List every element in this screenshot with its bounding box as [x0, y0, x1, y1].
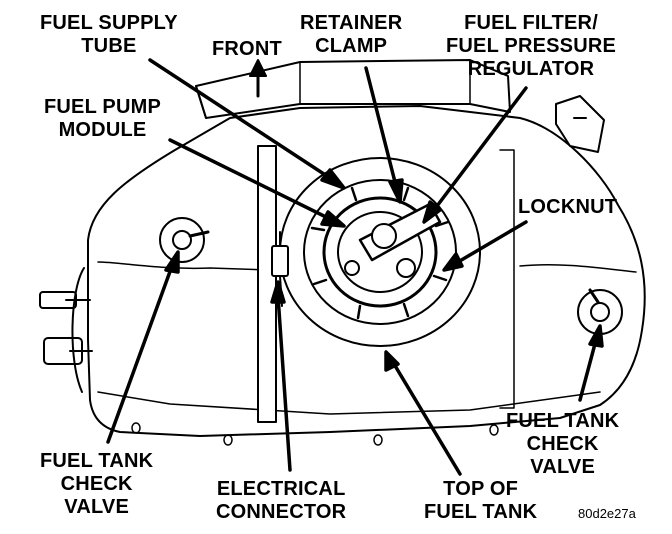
- label-line: VALVE: [530, 456, 595, 478]
- label-line: CHECK: [526, 433, 599, 455]
- leader-lines: [106, 58, 604, 476]
- pump-port: [396, 258, 416, 278]
- label-line: FRONT: [212, 38, 282, 60]
- label-front: FRONT: [212, 38, 282, 61]
- label-electrical-connector: ELECTRICAL CONNECTOR: [216, 478, 346, 524]
- label-retainer-clamp: RETAINER CLAMP: [300, 12, 402, 58]
- label-locknut: LOCKNUT: [518, 196, 617, 219]
- bottom-marks: [131, 422, 499, 446]
- label-check-valve-left: FUEL TANK CHECK VALVE: [40, 450, 153, 519]
- front-arrow: [249, 59, 267, 98]
- label-line: LOCKNUT: [518, 196, 618, 218]
- locknut-teeth: [310, 186, 450, 320]
- label-line: TOP OF: [443, 478, 519, 500]
- electrical-connector-shape: [271, 231, 289, 307]
- figure-code: 80d2e27a: [578, 506, 636, 521]
- strap-band: [257, 145, 277, 423]
- label-line: FUEL PUMP: [44, 96, 161, 118]
- pump-port-2: [344, 260, 360, 276]
- label-line: CHECK: [60, 473, 133, 495]
- label-line: FUEL FILTER/: [464, 12, 598, 34]
- label-line: REGULATOR: [467, 58, 595, 80]
- label-line: FUEL TANK: [424, 501, 538, 523]
- left-vent-nipples: [39, 291, 93, 365]
- bracket-fold: [299, 59, 471, 105]
- label-line: CLAMP: [315, 35, 388, 57]
- label-line: FUEL TANK: [506, 410, 620, 432]
- label-line: VALVE: [64, 496, 129, 518]
- label-fuel-filter-regulator: FUEL FILTER/ FUEL PRESSURE REGULATOR: [446, 12, 616, 81]
- label-fuel-pump-module: FUEL PUMP MODULE: [44, 96, 161, 142]
- label-line: TUBE: [81, 35, 137, 57]
- label-top-of-fuel-tank: TOP OF FUEL TANK: [424, 478, 537, 524]
- label-fuel-supply-tube: FUEL SUPPLY TUBE: [40, 12, 178, 58]
- label-check-valve-right: FUEL TANK CHECK VALVE: [506, 410, 619, 479]
- label-line: MODULE: [58, 119, 147, 141]
- label-line: FUEL PRESSURE: [446, 35, 617, 57]
- filter-cap: [371, 223, 397, 249]
- label-line: FUEL SUPPLY: [40, 12, 178, 34]
- label-line: RETAINER: [300, 12, 403, 34]
- left-check-valve: [159, 217, 210, 263]
- strap-band-2: [499, 149, 515, 409]
- label-line: FUEL TANK: [40, 450, 154, 472]
- left-tank-end: [71, 267, 85, 393]
- label-line: CONNECTOR: [216, 501, 347, 523]
- right-flange: [555, 95, 605, 153]
- label-line: ELECTRICAL: [216, 478, 346, 500]
- tank-seam: [97, 261, 637, 273]
